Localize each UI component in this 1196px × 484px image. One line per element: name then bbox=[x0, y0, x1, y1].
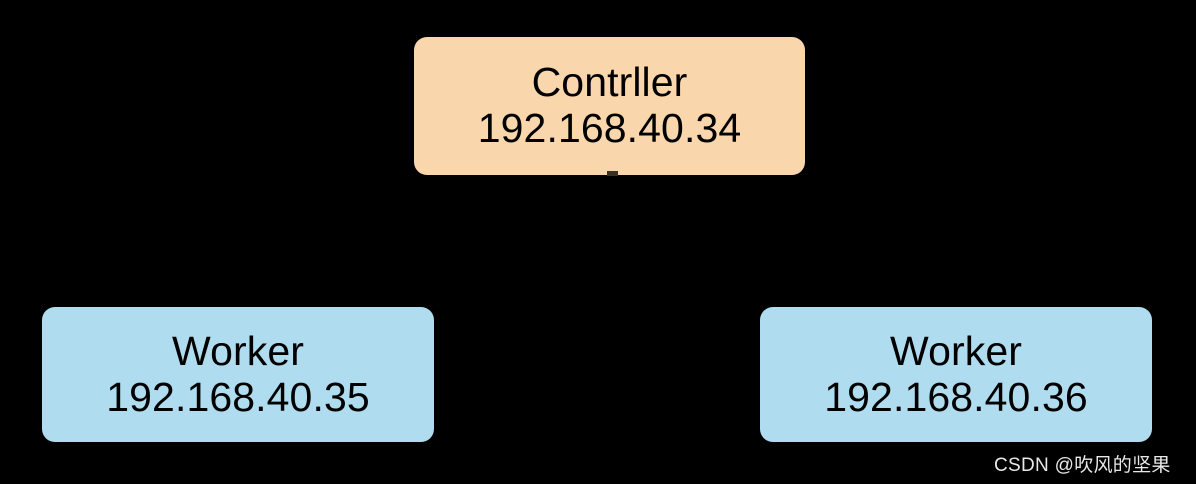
csdn-watermark: CSDN @吹风的坚果 bbox=[994, 455, 1171, 476]
node-worker-2-role: Worker bbox=[890, 327, 1022, 374]
node-controller-role: Contrller bbox=[531, 59, 688, 106]
node-worker-1-ip: 192.168.40.35 bbox=[106, 373, 370, 420]
node-worker-2[interactable]: Worker 192.168.40.36 bbox=[760, 307, 1152, 442]
node-controller-ip: 192.168.40.34 bbox=[477, 105, 742, 151]
node-worker-1[interactable]: Worker 192.168.40.35 bbox=[42, 307, 434, 442]
node-worker-1-role: Worker bbox=[172, 327, 304, 374]
node-controller[interactable]: Contrller 192.168.40.34 bbox=[414, 37, 805, 175]
connector-stub bbox=[607, 171, 618, 176]
node-worker-2-ip: 192.168.40.36 bbox=[824, 373, 1088, 420]
